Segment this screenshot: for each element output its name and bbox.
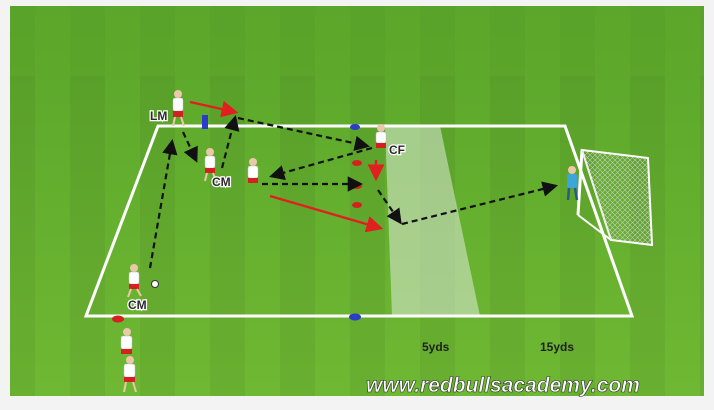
pass-long-to-cf (237, 116, 371, 151)
run-arrows (189, 100, 385, 233)
player-cf (375, 124, 387, 148)
pass-arrows (148, 115, 558, 269)
blue-pole (202, 115, 208, 129)
pitch-boundary (83, 124, 635, 318)
cone-red-3 (352, 202, 362, 208)
pass-cm-to-lm (148, 138, 178, 269)
label-cm-middle: CM (212, 175, 231, 189)
red-run-cm (269, 194, 384, 233)
label-5yds: 5yds (422, 340, 450, 354)
grass-horizon (10, 6, 704, 76)
player-cm-middle (204, 148, 217, 182)
run-cf-to-zone (377, 189, 402, 225)
red-run-lm (189, 100, 239, 118)
label-lm: LM (150, 109, 167, 123)
website-url: www.redbullsacademy.com (366, 374, 640, 397)
goal (576, 148, 654, 247)
player-lm (172, 90, 185, 127)
cone-blue-bottom (349, 313, 361, 321)
waiting-players (120, 328, 137, 393)
cone-blue-top (350, 124, 360, 130)
pass-lm-to-cm (182, 131, 198, 163)
player-cm-bottom (127, 264, 142, 298)
goalkeeper (566, 166, 579, 201)
label-cm-bottom: CM (128, 298, 147, 312)
run-cm-to-space (220, 115, 240, 169)
pass-cf-to-cm (269, 146, 373, 181)
shot-on-goal (401, 181, 558, 226)
cone-red-bottom (112, 315, 124, 323)
player-cm-second (247, 158, 259, 183)
label-cf: CF (389, 143, 405, 157)
label-15yds: 15yds (540, 340, 574, 354)
five-yard-zone (385, 126, 480, 316)
cone-red-1 (352, 160, 362, 166)
ball (151, 280, 159, 288)
